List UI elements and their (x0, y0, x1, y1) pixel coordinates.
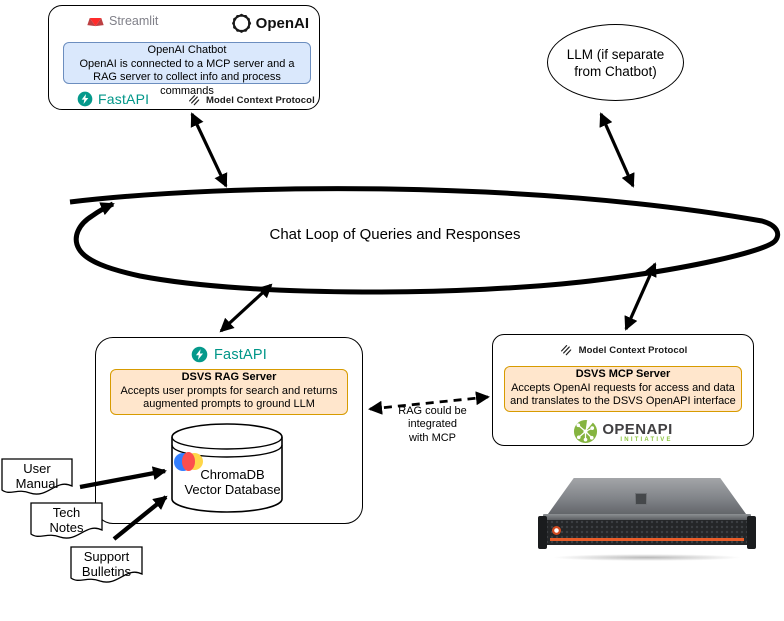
chatbot-description: OpenAI is connected to a MCP server and … (79, 57, 295, 97)
mcp-weave-icon (189, 95, 200, 106)
rag-mcp-note: RAG could be integrated with MCP (398, 404, 467, 444)
mcp-server-node: Model Context Protocol DSVS MCP Server A… (492, 334, 754, 446)
server-shadow (552, 554, 742, 561)
mcp-brand: Model Context Protocol (187, 93, 315, 107)
rag-description: Accepts user prompts for search and retu… (120, 384, 338, 411)
openai-label: OpenAI (255, 15, 309, 32)
mcp-info-box: DSVS MCP Server Accepts OpenAI requests … (504, 366, 742, 412)
fastapi-brand: FastAPI (77, 91, 149, 107)
mcp-brand: Model Context Protocol (493, 343, 753, 357)
mcp-title: DSVS MCP Server (575, 368, 671, 380)
server-rack-ear-left (538, 516, 547, 549)
document-label-support-bulletins: Support Bulletins (81, 549, 132, 579)
arrow-loop-rag (219, 283, 273, 333)
mcp-weave-icon (560, 345, 571, 356)
server-emblem (635, 493, 647, 505)
rag-title: DSVS RAG Server (181, 371, 277, 383)
mcp-label: Model Context Protocol (206, 94, 315, 106)
streamlit-flame-icon (87, 17, 104, 27)
server-rack-ear-right (747, 516, 756, 549)
mcp-description: Accepts OpenAI requests for access and d… (510, 381, 736, 408)
mcp-label: Model Context Protocol (578, 344, 688, 356)
chatbot-title: OpenAI Chatbot (147, 44, 227, 56)
streamlit-brand: Streamlit (87, 14, 158, 28)
arrow-llm-loop (599, 112, 635, 188)
llm-ellipse: LLM (if separate from Chatbot) (547, 24, 684, 101)
openapi-node-graph-icon (574, 419, 598, 444)
openai-knot-icon (231, 13, 251, 33)
chromadb-label: ChromaDB Vector Database (184, 466, 281, 498)
fastapi-label: FastAPI (214, 346, 267, 363)
openapi-brand: OPENAPI INITIATIVE (493, 419, 753, 444)
rack-server-image (538, 467, 756, 563)
document-label-user-manual: User Manual (15, 461, 59, 491)
server-top-lid (548, 478, 746, 514)
openapi-label: OPENAPI (602, 420, 673, 438)
streamlit-label: Streamlit (109, 14, 159, 28)
server-accent-stripe (550, 538, 744, 541)
chat-loop-label: Chat Loop of Queries and Responses (269, 225, 521, 243)
rag-info-box: DSVS RAG Server Accepts user prompts for… (110, 369, 348, 415)
document-label-tech-notes: Tech Notes (49, 505, 84, 535)
chatbot-node: Streamlit OpenAI OpenAI Chatbot OpenAI i… (48, 5, 320, 110)
openai-brand: OpenAI (230, 12, 309, 35)
server-logo-icon (552, 526, 561, 535)
fastapi-bolt-icon (191, 346, 208, 363)
fastapi-bolt-icon (77, 91, 93, 107)
chatbot-info-box: OpenAI Chatbot OpenAI is connected to a … (63, 42, 311, 97)
arrow-loop-mcp (624, 262, 657, 331)
rag-fastapi-brand: FastAPI (96, 346, 362, 363)
openapi-sub-label: INITIATIVE (620, 436, 673, 443)
arrow-chatbot-loop (190, 112, 228, 188)
server-edge (543, 514, 751, 520)
server-front-bezel (545, 520, 749, 545)
fastapi-label: FastAPI (98, 91, 150, 107)
